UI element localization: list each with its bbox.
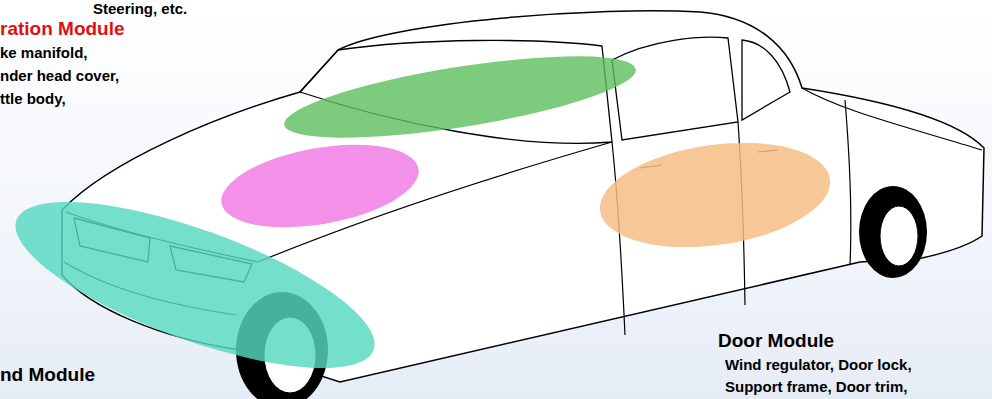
door-module-area	[593, 129, 837, 260]
module-title: ration Module	[0, 18, 125, 40]
module-title: nd Module	[0, 364, 95, 386]
door-seam	[612, 142, 625, 335]
side-window	[742, 40, 790, 120]
cockpit-module-area	[279, 40, 640, 155]
rear-wheel	[859, 186, 927, 278]
part-list: nder head cover,	[0, 67, 119, 84]
door-seam	[845, 100, 851, 265]
side-window	[612, 37, 738, 140]
part-list: ttle body,	[0, 90, 66, 107]
part-list: Wind regulator, Door lock,	[725, 356, 912, 373]
part-list: Steering, etc.	[93, 0, 187, 17]
front-end-module-area	[0, 168, 392, 399]
part-list: ke manifold,	[0, 44, 88, 61]
part-list: Support frame, Door trim,	[725, 378, 908, 395]
trunk-line	[802, 88, 982, 150]
rear-wheel-hub	[880, 206, 918, 266]
engine-module-area	[215, 131, 425, 241]
module-title: Door Module	[718, 330, 834, 352]
